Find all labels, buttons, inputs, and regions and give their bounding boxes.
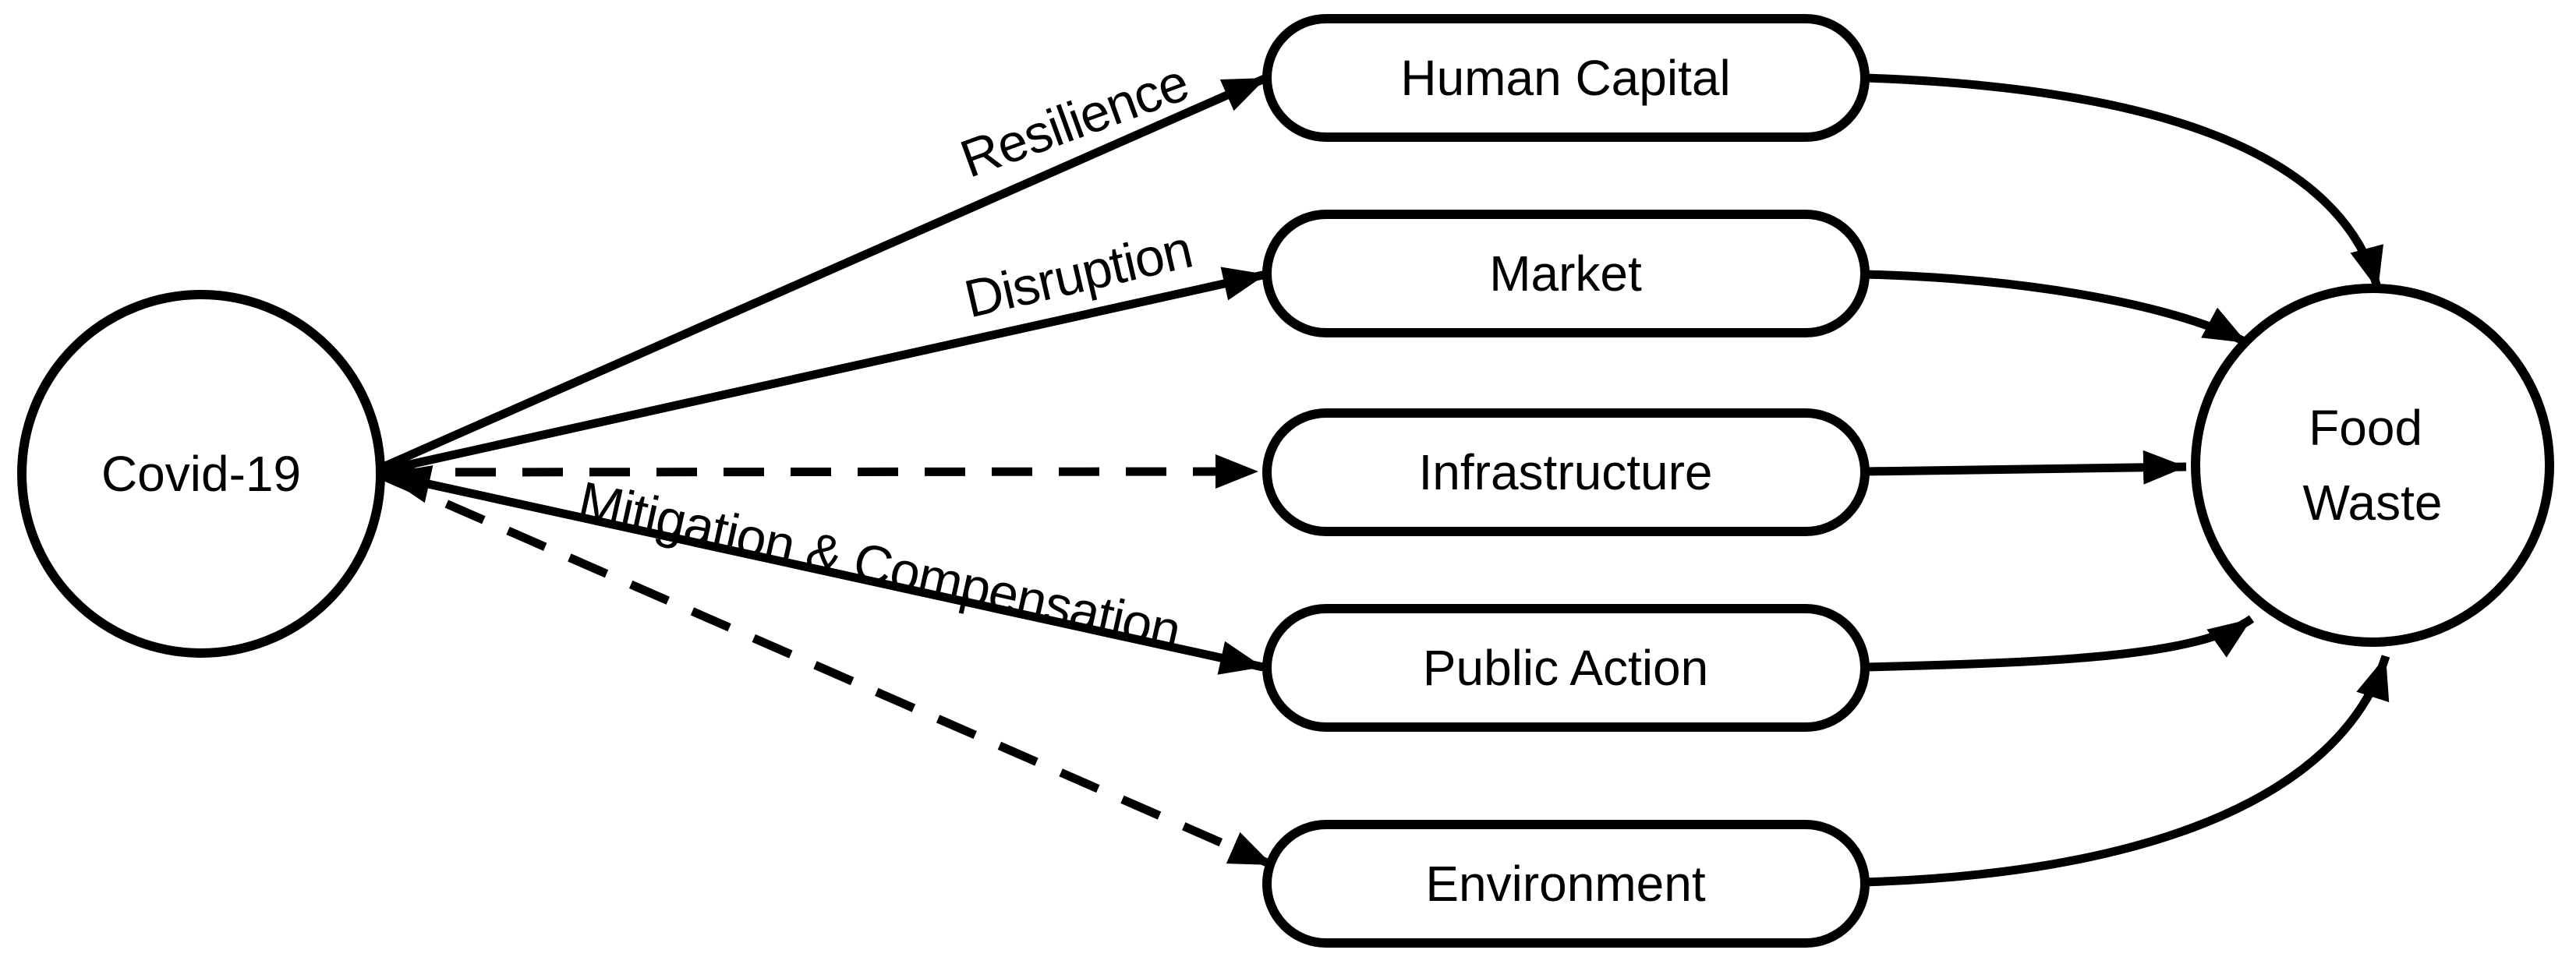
node-public-action: Public Action [1262,604,1870,732]
market-pill [1262,210,1870,337]
human-capital-pill [1262,14,1870,142]
node-market: Market [1262,210,1870,337]
edge-environment-food-waste [1860,655,2390,887]
market-label: Market [1489,245,1642,302]
covid-label: Covid-19 [101,446,301,502]
node-covid: Covid-19 [17,290,385,658]
edge-market-food-waste [1864,270,2249,347]
node-food-waste: Food Waste [2191,284,2554,647]
environment-pill [1262,820,1870,948]
food-waste-label-line1: Food [2309,400,2422,456]
edge-group-covid-to-factors [380,73,1275,870]
node-human-capital: Human Capital [1262,14,1870,142]
edge-covid-public-action [380,465,1265,675]
edge-label-mitigation-compensation: Mitigation & Compensation [573,471,1185,662]
edge-label-resilience: Resilience [953,52,1195,189]
infrastructure-pill [1262,408,1870,536]
edge-public-action-food-waste [1864,615,2255,672]
public-action-label: Public Action [1423,640,1708,696]
infrastructure-label: Infrastructure [1418,444,1712,500]
edge-covid-infrastructure [387,454,1259,489]
food-waste-label: Food Waste [2303,400,2443,531]
edge-covid-human-capital [383,73,1269,471]
node-environment: Environment [1262,820,1870,948]
node-infrastructure: Infrastructure [1262,408,1870,536]
food-waste-circle [2191,284,2554,647]
food-waste-label-line2: Waste [2303,475,2443,531]
human-capital-label: Human Capital [1400,50,1730,106]
edge-infrastructure-food-waste [1864,450,2187,485]
covid-circle [17,290,385,658]
edge-group-factors-to-food-waste [1860,73,2390,887]
environment-label: Environment [1425,856,1706,912]
edge-human-capital-food-waste [1864,73,2383,291]
public-action-pill [1262,604,1870,732]
edge-covid-market [384,267,1268,475]
